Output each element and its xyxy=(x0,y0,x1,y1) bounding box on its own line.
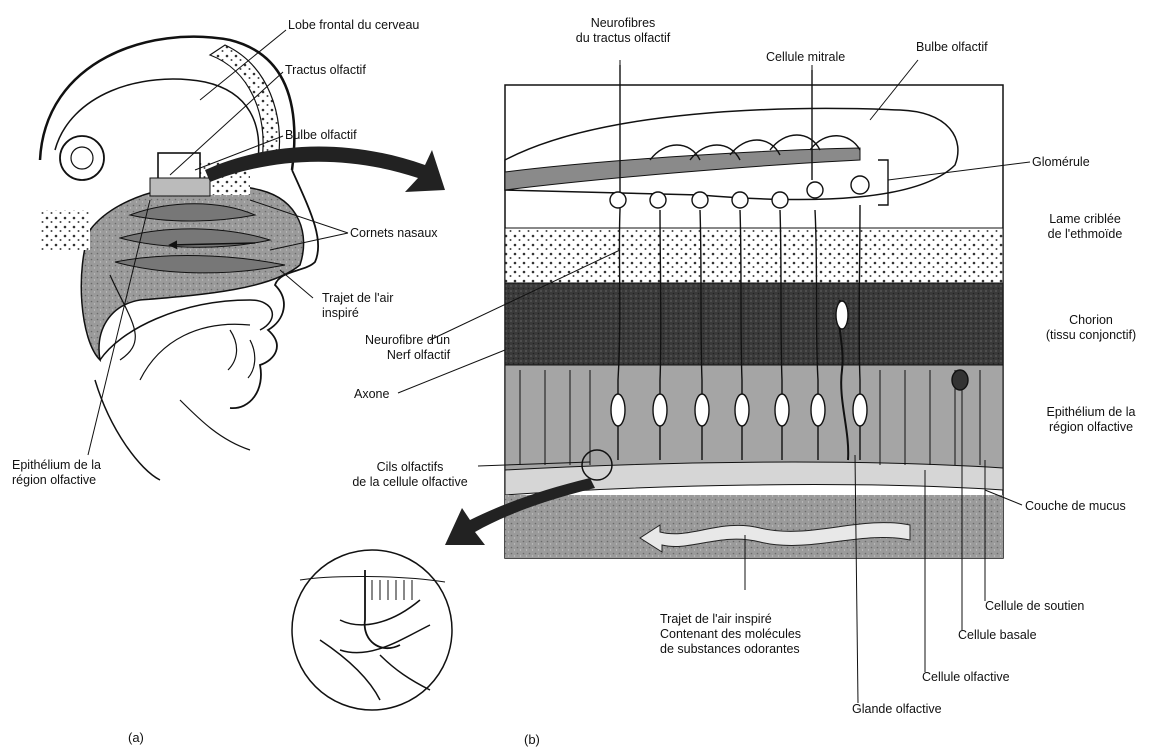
label-glande: Glande olfactive xyxy=(852,702,942,717)
label-cellule-olfactive: Cellule olfactive xyxy=(922,670,1010,685)
label-neurofibres-tractus: Neurofibres du tractus olfactif xyxy=(568,16,678,46)
part-label-a: (a) xyxy=(128,730,144,745)
label-neurofibre-nerf: Neurofibre d'un Nerf olfactif xyxy=(365,333,450,363)
label-couche-mucus: Couche de mucus xyxy=(1025,499,1126,514)
label-cils: Cils olfactifs de la cellule olfactive xyxy=(340,460,480,490)
cilia-magnified-inset xyxy=(292,550,452,710)
label-cornets: Cornets nasaux xyxy=(350,226,438,241)
panel-a-head-illustration xyxy=(40,37,445,480)
label-cellule-soutien: Cellule de soutien xyxy=(985,599,1084,614)
label-axone: Axone xyxy=(354,387,389,402)
epithelium-layer xyxy=(505,365,1003,470)
label-epithelium-b: Epithélium de la région olfactive xyxy=(1030,405,1152,435)
cribriform-plate xyxy=(505,228,1003,283)
part-label-b: (b) xyxy=(524,732,540,747)
label-bulbe-a: Bulbe olfactif xyxy=(285,128,357,143)
label-trajet-air-b: Trajet de l'air inspiré Contenant des mo… xyxy=(660,612,801,657)
chorion-layer xyxy=(505,283,1003,365)
label-epithelium-a: Epithélium de la région olfactive xyxy=(12,458,101,488)
label-lame-criblee: Lame criblée de l'ethmoïde xyxy=(1030,212,1140,242)
label-cellule-mitrale: Cellule mitrale xyxy=(766,50,845,65)
label-chorion: Chorion (tissu conjonctif) xyxy=(1030,313,1152,343)
label-tractus-a: Tractus olfactif xyxy=(285,63,366,78)
label-cellule-basale: Cellule basale xyxy=(958,628,1037,643)
label-trajet-air-a: Trajet de l'air inspiré xyxy=(322,291,393,321)
label-bulbe-b: Bulbe olfactif xyxy=(916,40,988,55)
label-lobe-frontal: Lobe frontal du cerveau xyxy=(288,18,419,33)
label-glomerule: Glomérule xyxy=(1032,155,1090,170)
